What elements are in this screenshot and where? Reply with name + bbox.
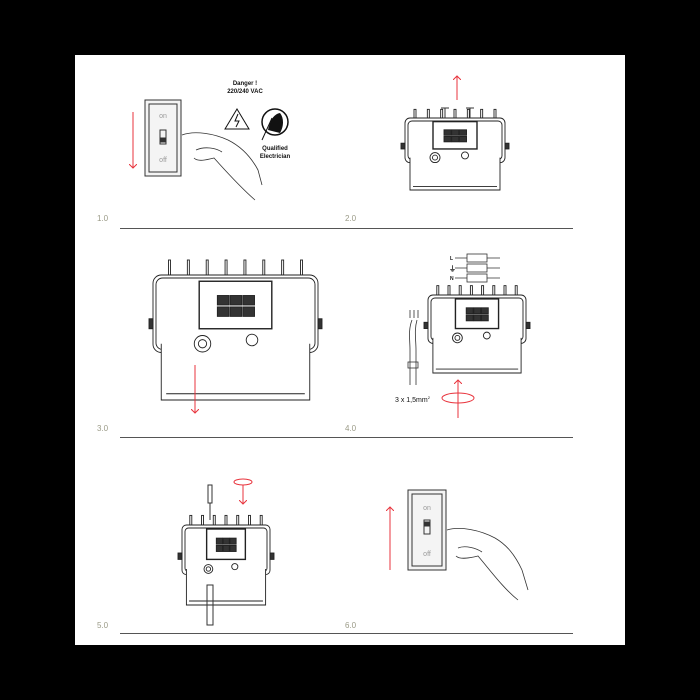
step-label-3: 3.0 bbox=[97, 424, 109, 433]
light-switch bbox=[407, 489, 447, 571]
divider bbox=[120, 633, 573, 634]
step-label-2: 2.0 bbox=[345, 214, 357, 223]
switch-off-label: off bbox=[159, 157, 167, 164]
warning-triangle-icon bbox=[224, 108, 250, 130]
terminal-label-live: L bbox=[450, 256, 453, 262]
rotate-icon bbox=[233, 478, 253, 486]
electrician-icon bbox=[261, 108, 289, 141]
step-label-6: 6.0 bbox=[345, 621, 357, 630]
electrician-text: Electrician bbox=[260, 154, 291, 160]
voltage-text: 220/240 VAC bbox=[227, 89, 263, 95]
floodlight-fixture bbox=[177, 514, 275, 606]
terminal-blocks bbox=[455, 253, 500, 283]
danger-text: Danger ! bbox=[233, 81, 257, 87]
step-label-4: 4.0 bbox=[345, 424, 357, 433]
terminal-label-earth: ⏚ bbox=[449, 265, 456, 273]
terminal-label-neutral: N bbox=[450, 276, 454, 282]
cable bbox=[407, 310, 419, 385]
step-label-1: 1.0 bbox=[97, 214, 109, 223]
qualified-text: Qualified bbox=[262, 146, 288, 152]
divider bbox=[120, 228, 573, 229]
floodlight-fixture bbox=[423, 285, 531, 374]
cable-spec: 3 x 1,5mm2 bbox=[395, 395, 431, 404]
screwdriver-icon bbox=[207, 484, 213, 520]
divider bbox=[120, 437, 573, 438]
cable bbox=[206, 584, 214, 626]
hand bbox=[446, 528, 529, 601]
floodlight-fixture bbox=[400, 108, 510, 191]
hand bbox=[181, 132, 263, 201]
step-label-5: 5.0 bbox=[97, 621, 109, 630]
cover-screws bbox=[441, 107, 474, 118]
switch-off-label: off bbox=[423, 551, 431, 558]
light-switch bbox=[144, 99, 182, 177]
switch-on-label: on bbox=[159, 113, 167, 120]
switch-on-label: on bbox=[423, 505, 431, 512]
floodlight-fixture bbox=[148, 259, 323, 401]
rotate-icon bbox=[441, 392, 475, 404]
